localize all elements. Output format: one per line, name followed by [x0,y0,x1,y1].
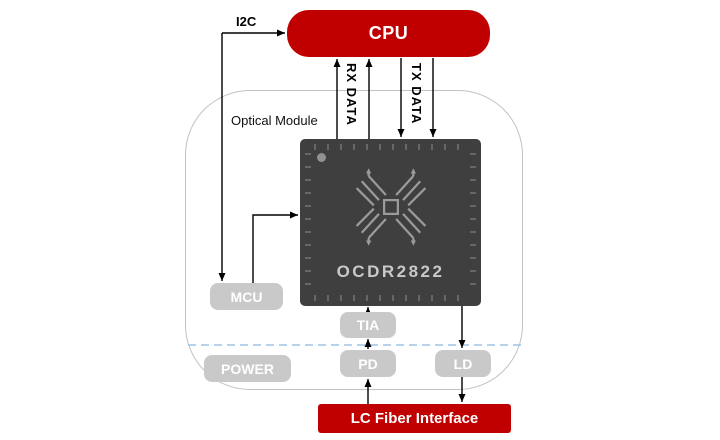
chip-pin-ticks-left [305,153,311,292]
rx-data-label: RX DATA [344,63,359,126]
mcu-block: MCU [210,283,283,310]
chip-pin-ticks-right [470,153,476,292]
tx-data-label: TX DATA [409,63,424,125]
power-block: POWER [204,355,291,382]
optical-module-label: Optical Module [231,113,318,128]
chip-pin1-dot-icon [317,153,326,162]
i2c-bus-label: I2C [236,14,257,29]
ocdr2822-chip: OCDR2822 [300,139,481,306]
chip-pin-ticks-bottom [314,295,467,301]
chip-pin-ticks-top [314,144,467,150]
ld-block: LD [435,350,491,377]
power-label: POWER [221,360,274,377]
cpu-label: CPU [368,23,409,43]
ld-label: LD [453,355,473,372]
chip-logo-icon [355,168,427,246]
pd-block: PD [340,350,396,377]
cpu-node: CPU [287,10,490,57]
chip-part-number: OCDR2822 [336,262,445,281]
lc-fiber-interface-node: LC Fiber Interface [318,404,511,433]
lc-fiber-interface-label: LC Fiber Interface [350,410,479,427]
pd-label: PD [358,355,378,372]
tia-block: TIA [340,312,396,338]
tia-label: TIA [356,317,380,333]
mcu-label: MCU [230,288,263,305]
